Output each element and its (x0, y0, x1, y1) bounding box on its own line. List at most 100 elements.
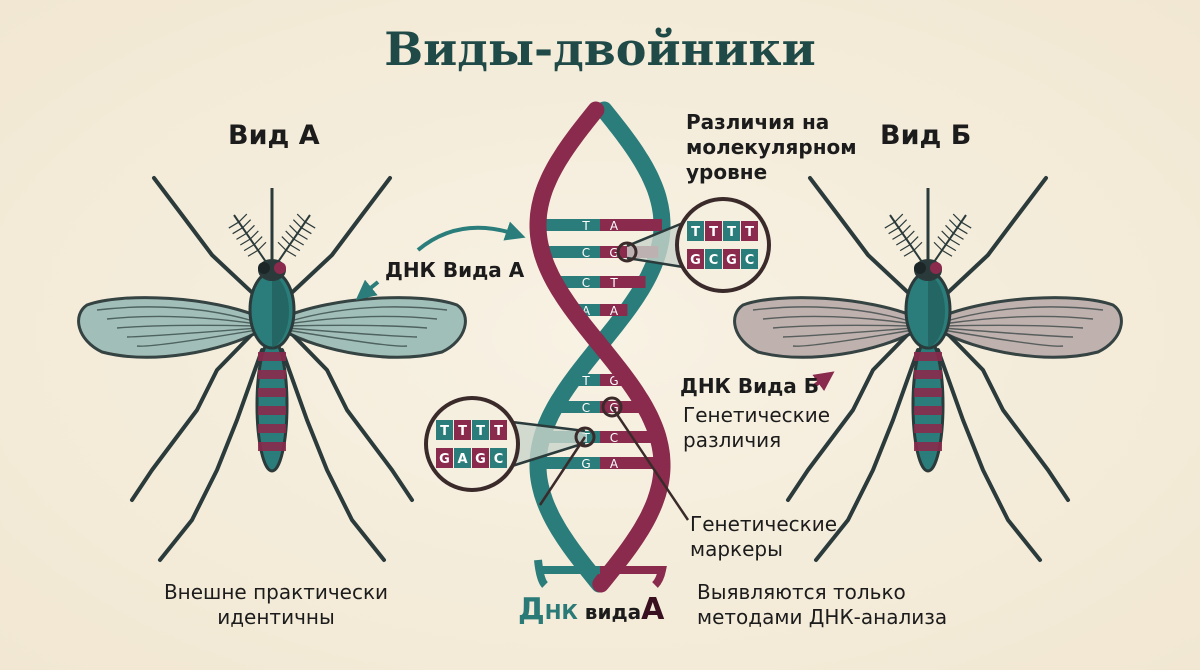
antenna-hair (301, 227, 312, 235)
abdomen-stripe (914, 424, 942, 433)
marker-pointer-line (538, 436, 587, 506)
antenna-hair (945, 244, 957, 252)
abdomen-stripe (258, 370, 286, 379)
magnifier-circle (675, 197, 771, 293)
base-letter: A (610, 304, 619, 318)
leg (158, 348, 264, 562)
base-tile (705, 221, 722, 241)
leg (286, 328, 414, 502)
antenna-hair (249, 230, 259, 240)
base-letter: A (610, 457, 619, 471)
base-letter: A (582, 304, 591, 318)
highlight-ring (616, 241, 638, 263)
base-letter: G (726, 253, 737, 268)
label-line: уровне (686, 160, 768, 184)
base-right (600, 276, 646, 288)
base-left (538, 219, 600, 231)
antenna-hair (257, 241, 267, 251)
antenna-hair (913, 241, 923, 251)
leg (814, 348, 920, 562)
genetic-differences-label: Генетические различия (683, 403, 830, 453)
base-tile (723, 221, 740, 241)
base-letter: C (709, 253, 719, 268)
antenna-hair (243, 244, 255, 252)
antenna-hair (246, 224, 255, 234)
label-line: молекулярном (686, 135, 857, 159)
leg (786, 328, 914, 502)
base-left (541, 246, 600, 258)
base-tile (705, 249, 722, 269)
molecular-differences-label: Различия на молекулярном уровне (686, 110, 857, 185)
magnifier-beam (512, 422, 585, 466)
wing-vein (106, 315, 258, 325)
eye (258, 262, 270, 274)
wing-vein (136, 329, 258, 347)
base-letter: A (610, 219, 619, 233)
base-right (600, 304, 628, 316)
wing-vein (126, 327, 258, 338)
antenna-hair (289, 244, 301, 252)
abdomen-stripe (258, 388, 286, 397)
species-a-label: Вид А (228, 120, 320, 151)
wing-vein (286, 315, 438, 325)
base-letter: T (458, 424, 467, 439)
wing-vein (942, 324, 1084, 329)
leg (942, 328, 1070, 502)
antenna-hair (281, 236, 291, 246)
antenna-hair (937, 236, 947, 246)
abdomen-stripe (914, 406, 942, 415)
base-right (600, 431, 658, 443)
antenna-hair (247, 249, 259, 257)
antenna-hair (899, 244, 911, 252)
label-part: А (641, 592, 665, 627)
wing-vein (116, 324, 258, 329)
base-left (555, 401, 600, 413)
antenna-hair (957, 227, 968, 235)
wing-vein (942, 315, 1094, 325)
base-letter: G (581, 457, 590, 471)
abdomen-stripe (258, 442, 286, 451)
wing-vein (286, 329, 408, 347)
base-tile (741, 221, 758, 241)
magnifier-line (626, 221, 684, 248)
thorax-shade (928, 274, 945, 348)
genetic-markers-label: Генетические маркеры (690, 512, 837, 562)
wing-vein (942, 329, 1064, 347)
antenna-hair (933, 241, 943, 251)
label-line: Выявляются только (697, 580, 906, 604)
base-letter: T (691, 225, 700, 240)
wing (280, 296, 467, 359)
antenna-hair (304, 221, 316, 229)
eye (914, 262, 926, 274)
label-line: методами ДНК-анализа (697, 605, 948, 629)
antenna-hair (884, 221, 896, 229)
highlight-ring (574, 426, 596, 448)
base-letter: C (582, 276, 590, 290)
mosquito-species-b (733, 176, 1123, 562)
wing-vein (96, 306, 258, 323)
leg (130, 328, 258, 502)
antenna-hair (285, 249, 297, 257)
abdomen-stripe (258, 424, 286, 433)
label-line: идентичны (217, 605, 335, 629)
label-part: Д (518, 592, 545, 627)
bracket-left (534, 559, 600, 588)
antenna-hair (941, 230, 951, 240)
antenna-hair (941, 249, 953, 257)
base-right (600, 219, 662, 231)
abdomen-stripe (914, 388, 942, 397)
wing (77, 296, 264, 359)
antenna-hair (293, 238, 304, 246)
antenna-hair (240, 238, 251, 246)
antenna-hair (253, 236, 263, 246)
base-letter: T (581, 219, 590, 233)
base-tile (454, 420, 471, 440)
species-b-caption: Выявляются только методами ДНК-анализа (697, 580, 947, 630)
leg (808, 176, 918, 302)
wing-vein (942, 327, 1074, 338)
marker-pointer-line (610, 406, 690, 521)
antenna-hair (909, 236, 919, 246)
antenna-hair (892, 232, 903, 240)
